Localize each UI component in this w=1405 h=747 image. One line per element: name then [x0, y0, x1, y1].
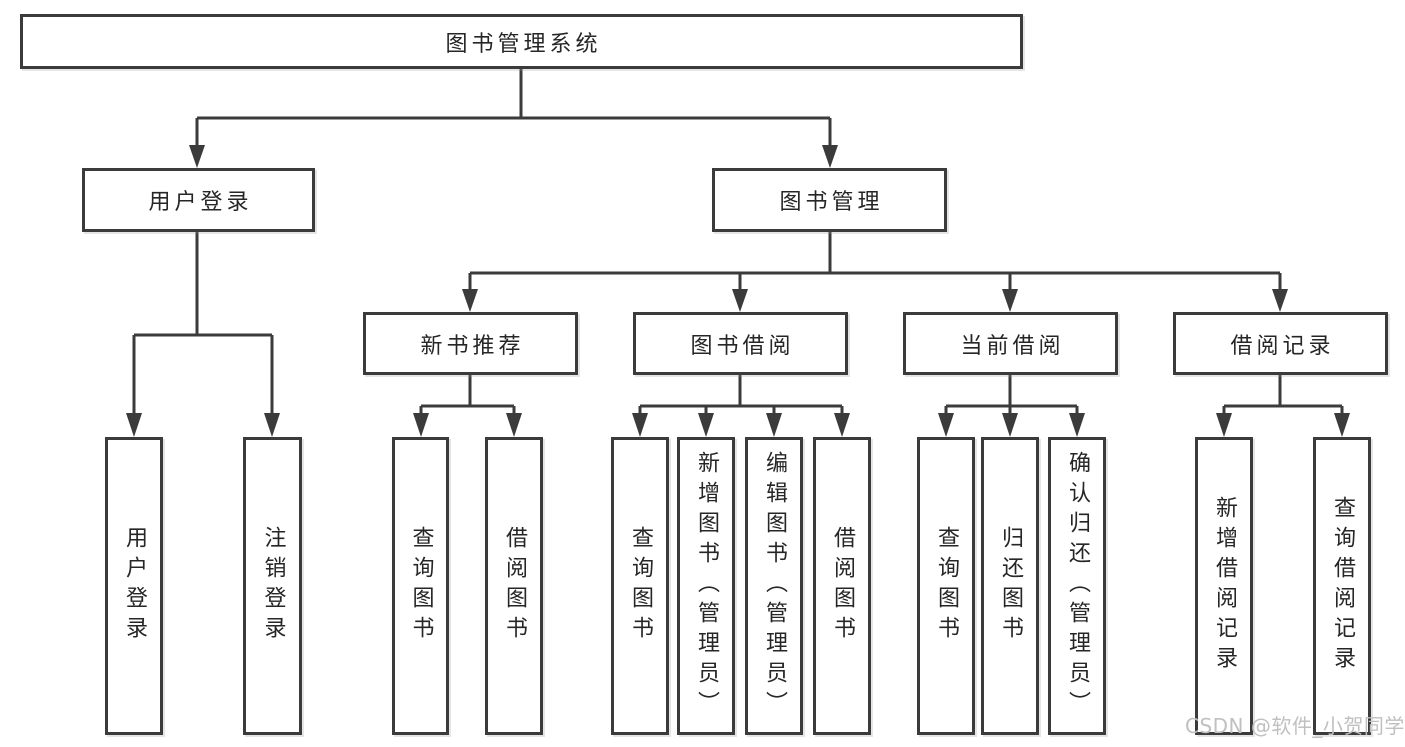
node-label: 当前借阅: [960, 333, 1065, 359]
leaf-add-book-admin: 新增图书（管理员）: [677, 437, 735, 735]
leaf-label: 借阅图书: [502, 526, 527, 646]
node-book-borrow: 图书借阅: [633, 312, 848, 375]
leaf-borrow-books-recommend: 借阅图书: [485, 437, 543, 735]
node-label: 借阅记录: [1230, 333, 1335, 359]
leaf-borrow-books: 借阅图书: [813, 437, 871, 735]
leaf-label: 归还图书: [998, 526, 1023, 646]
csdn-watermark: CSDN @软件_小贺同学: [1185, 714, 1405, 738]
leaf-label: 注销登录: [260, 526, 286, 646]
leaf-query-books-current: 查询图书: [917, 437, 975, 735]
leaf-query-books-borrow: 查询图书: [611, 437, 669, 735]
leaf-logout: 注销登录: [243, 437, 302, 735]
node-label: 图书借阅: [690, 333, 795, 359]
leaf-label: 查询图书: [408, 526, 434, 646]
leaf-label: 用户登录: [122, 526, 147, 646]
leaf-user-login: 用户登录: [105, 437, 163, 735]
leaf-label: 编辑图书（管理员）: [762, 451, 787, 721]
leaf-add-borrow-record: 新增借阅记录: [1195, 437, 1253, 735]
node-label: 新书推荐: [420, 333, 525, 359]
leaf-confirm-return-admin: 确认归还（管理员）: [1048, 437, 1106, 735]
leaf-label: 新增借阅记录: [1212, 496, 1237, 676]
node-label: 图书管理系统: [445, 31, 602, 57]
node-library-management-system: 图书管理系统: [20, 14, 1023, 69]
leaf-label: 查询图书: [934, 526, 959, 646]
node-label: 用户登录: [148, 190, 253, 215]
leaf-label: 查询借阅记录: [1330, 496, 1355, 676]
node-user-login: 用户登录: [82, 168, 315, 232]
node-current-borrow: 当前借阅: [903, 312, 1118, 375]
leaf-query-borrow-record: 查询借阅记录: [1313, 437, 1371, 735]
leaf-edit-book-admin: 编辑图书（管理员）: [745, 437, 803, 735]
node-new-book-recommend: 新书推荐: [363, 312, 578, 375]
node-label: 图书管理: [779, 190, 884, 215]
leaf-label: 借阅图书: [830, 526, 855, 646]
leaf-query-books-recommend: 查询图书: [392, 437, 449, 735]
leaf-label: 确认归还（管理员）: [1065, 451, 1090, 721]
node-book-management: 图书管理: [712, 168, 947, 232]
node-borrow-records: 借阅记录: [1173, 312, 1388, 375]
leaf-label: 查询图书: [628, 526, 653, 646]
leaf-label: 新增图书（管理员）: [694, 451, 719, 721]
leaf-return-books: 归还图书: [981, 437, 1039, 735]
